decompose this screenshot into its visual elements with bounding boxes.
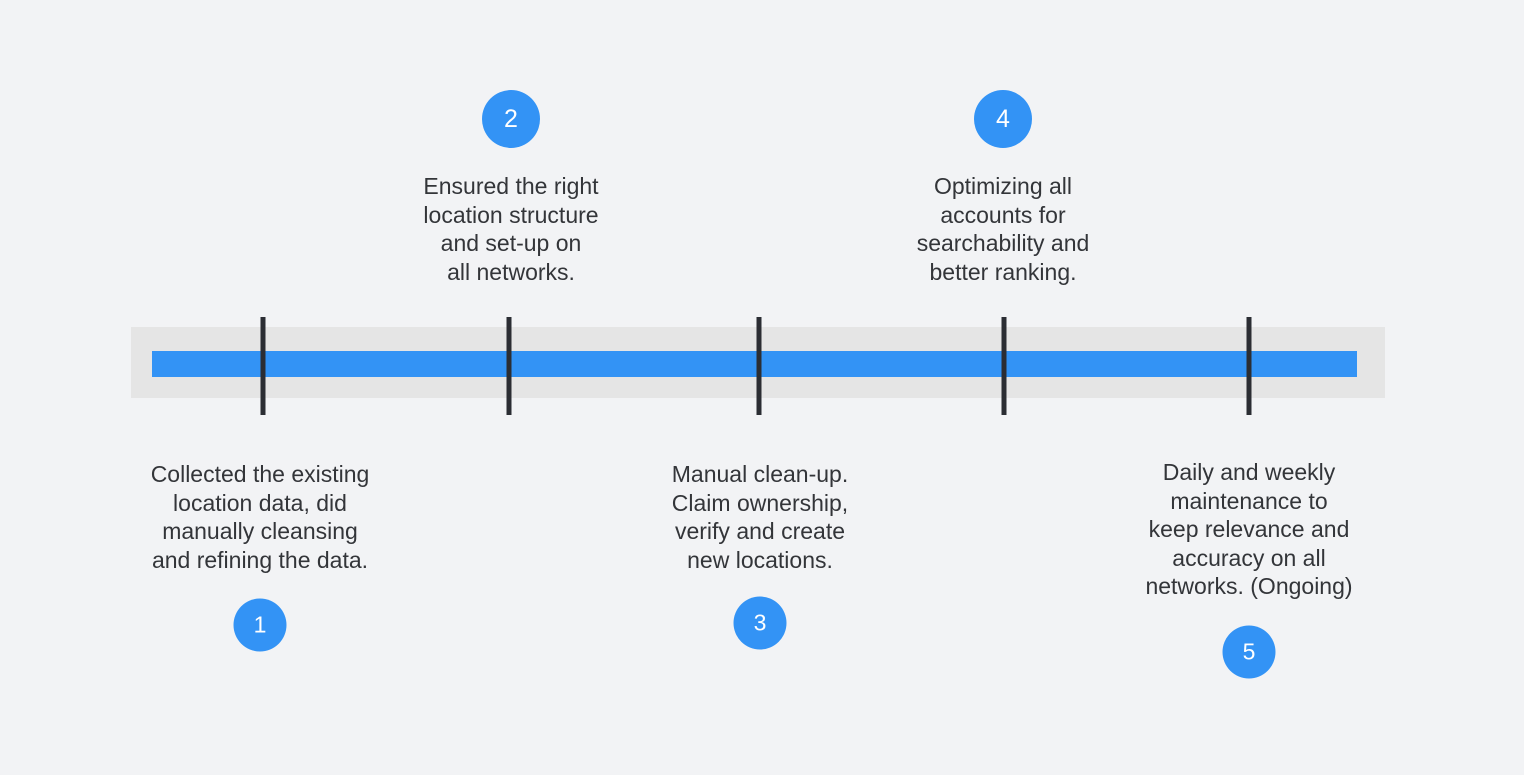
timeline-tick-4 [1001,317,1007,415]
timeline-tick-3 [756,317,762,415]
step-caption-4: Optimizing all accounts for searchabilit… [916,173,1090,285]
step-badge-5[interactable]: 5 [1222,625,1276,679]
step-caption-5: Daily and weekly maintenance to keep rel… [1145,459,1353,599]
step-caption-3: Manual clean-up. Claim ownership, verify… [671,461,849,573]
step-caption-2: Ensured the right location structure and… [423,173,599,285]
step-badge-3[interactable]: 3 [733,596,787,650]
step-badge-2[interactable]: 2 [482,90,540,148]
step-caption-1: Collected the existing location data, di… [150,461,370,573]
timeline-track-progress [152,351,1357,377]
timeline-tick-5 [1246,317,1252,415]
step-badge-1[interactable]: 1 [233,598,287,652]
timeline-tick-2 [506,317,512,415]
step-badge-4[interactable]: 4 [974,90,1032,148]
timeline-tick-1 [260,317,266,415]
